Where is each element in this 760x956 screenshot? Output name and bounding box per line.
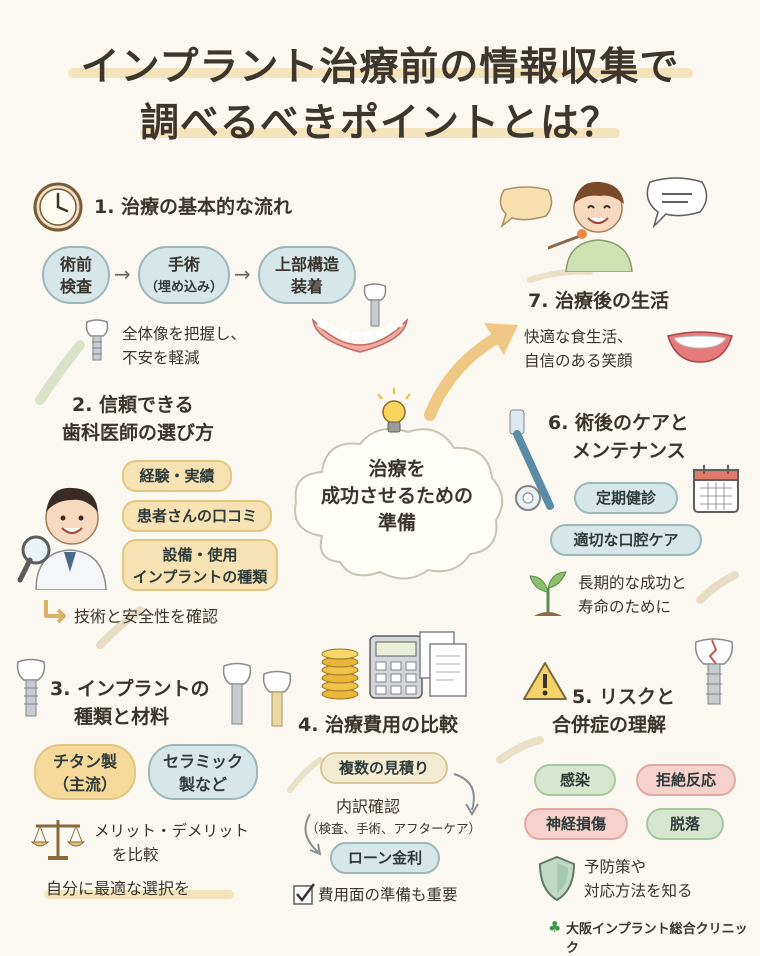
- step-crown: 上部構造 装着: [258, 246, 356, 304]
- sprout-icon: [529, 571, 567, 616]
- clover-icon: ♣: [548, 918, 562, 936]
- care-checkup: 定期健診: [574, 482, 678, 514]
- implant-pair-icon: [222, 662, 292, 727]
- title-highlight: [68, 68, 693, 78]
- loan-interest: ローン金利: [330, 842, 440, 874]
- curve-arrow-down-icon: [453, 773, 479, 816]
- s3-choice: 自分に最適な選択を: [46, 879, 191, 898]
- s5-prevent-line1: 予防策や: [584, 858, 647, 876]
- arrow-right-icon: →: [234, 262, 251, 286]
- happy-person-eating-icon: [548, 181, 633, 272]
- section-2-title-line2: 歯科医師の選び方: [62, 422, 215, 444]
- material-titanium: チタン製 （主流）: [34, 744, 136, 800]
- clock-icon: [33, 182, 83, 232]
- choice-highlight: [44, 890, 234, 899]
- s6-long-line1: 長期的な成功と: [578, 574, 687, 592]
- section-3-title-line2: 種類と材料: [74, 706, 170, 728]
- center-cloud: [294, 428, 503, 580]
- denture-implant-icon: [312, 283, 408, 353]
- step-surgery: 手術 （埋め込み）: [138, 246, 230, 304]
- cost-breakdown-detail: （検査、手術、アフターケア）: [306, 821, 482, 836]
- dentist-doctor-icon: [17, 487, 107, 590]
- s3-merit-line1: メリット・デメリット: [94, 822, 250, 840]
- implant-tooth-icon: [16, 658, 46, 717]
- corner-arrow-icon: [44, 600, 66, 624]
- risk-rejection: 拒絶反応: [636, 764, 736, 796]
- section-6-title-line1: 6. 術後のケアと: [548, 412, 689, 434]
- warning-icon: [523, 662, 567, 700]
- implant-tooth-icon: [85, 319, 109, 361]
- cost-breakdown: 内訳確認: [336, 797, 401, 816]
- lightbulb-icon: [377, 388, 411, 433]
- section-2-title-line1: 2. 信頼できる: [72, 394, 194, 416]
- tag-equipment: 設備・使用 インプラントの種類: [122, 539, 278, 591]
- title-highlight-2: [140, 128, 620, 138]
- coin-stack-icon: [321, 648, 359, 700]
- s4-check-text: 費用面の準備も重要: [318, 886, 458, 904]
- section-1-title: 1. 治療の基本的な流れ: [94, 196, 293, 218]
- section-7-title: 7. 治療後の生活: [528, 290, 670, 312]
- s1-note-line2: 不安を軽減: [122, 349, 200, 367]
- s2-confirm: 技術と安全性を確認: [74, 607, 219, 626]
- arrow-right-icon: →: [114, 262, 131, 286]
- s5-prevent-line2: 対応方法を知る: [584, 882, 693, 900]
- s7-line2: 自信のある笑顔: [524, 352, 633, 370]
- s6-long-line2: 寿命のために: [578, 598, 672, 616]
- section-4-title: 4. 治療費用の比較: [298, 714, 459, 736]
- speech-bubble-icon: [499, 186, 553, 229]
- broken-implant-icon: [694, 638, 734, 705]
- balance-scale-icon: [30, 820, 86, 860]
- care-oral: 適切な口腔ケア: [550, 524, 702, 556]
- toothbrush-icon: [509, 409, 554, 511]
- material-ceramic: セラミック 製など: [148, 744, 258, 800]
- s3-merit-line2: を比較: [112, 846, 159, 864]
- documents-icon: [419, 631, 467, 697]
- smile-teeth-icon: [667, 331, 733, 363]
- section-3-title-line1: 3. インプラントの: [50, 678, 210, 700]
- center-text: 治療を 成功させるための 準備: [320, 458, 473, 534]
- curved-arrow-icon: [424, 323, 518, 421]
- curve-arrow-left-icon: [304, 813, 322, 856]
- cost-estimates: 複数の見積り: [320, 752, 448, 784]
- checkbox-checked-icon: [293, 883, 315, 905]
- section-5-title-line2: 合併症の理解: [552, 714, 667, 736]
- section-5-title-line1: 5. リスクと: [572, 686, 676, 708]
- chat-bubble-icon: [646, 177, 708, 229]
- risk-nerve-damage: 神経損傷: [524, 808, 628, 840]
- s1-note-line1: 全体像を把握し、: [122, 325, 247, 343]
- shield-icon: [538, 855, 576, 902]
- s7-line1: 快適な食生活、: [524, 328, 633, 346]
- page-title-line2: 調べるべきポイントとは？: [139, 101, 620, 146]
- section-6-title-line2: メンテナンス: [572, 440, 686, 462]
- risk-dislodge: 脱落: [646, 808, 724, 840]
- calendar-icon: [693, 465, 739, 513]
- tag-reviews: 患者さんの口コミ: [122, 500, 272, 532]
- page-title-line1: インプラント治療前の情報収集で: [80, 45, 680, 90]
- tag-experience: 経験・実績: [122, 460, 232, 492]
- brand-name: 大阪インプラント総合クリニック: [566, 922, 748, 956]
- risk-infection: 感染: [534, 764, 616, 796]
- step-pre-exam: 術前 検査: [42, 246, 110, 304]
